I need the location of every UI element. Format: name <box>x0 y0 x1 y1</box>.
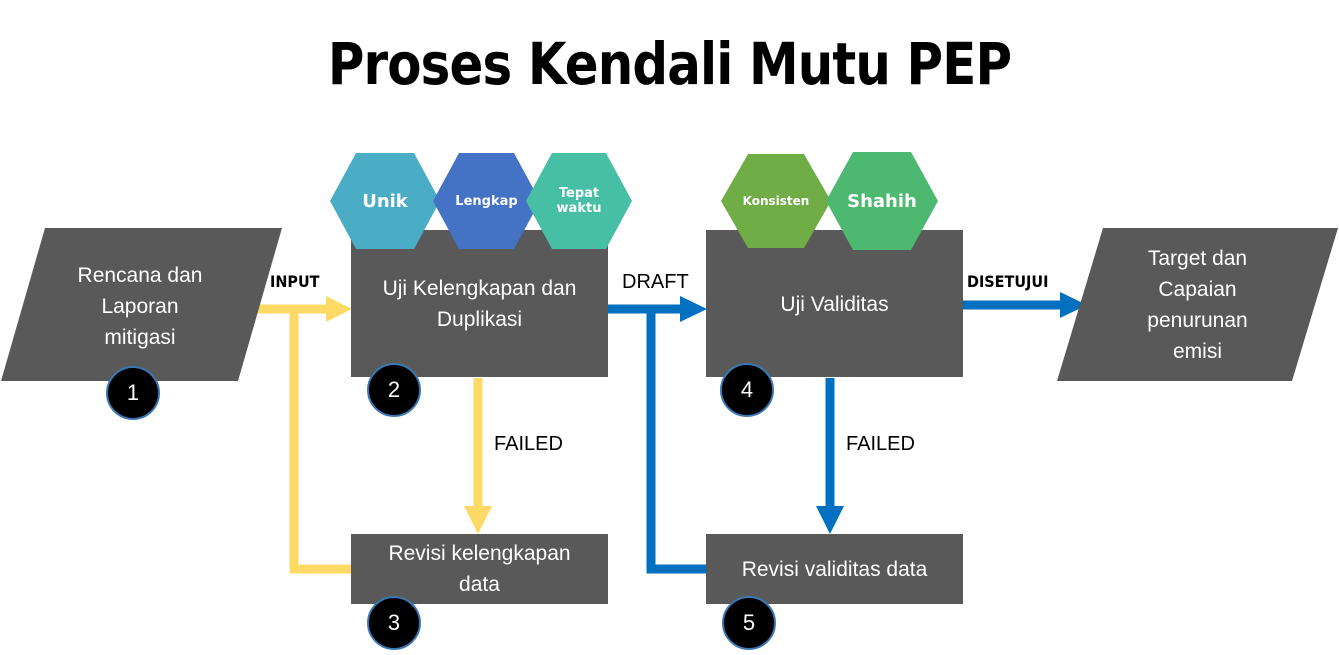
hexagon-shahih <box>826 152 938 250</box>
completeness-check-label: Uji Kelengkapan dan Duplikasi <box>382 277 577 331</box>
completeness-revision-box <box>351 534 608 604</box>
edge-label-draft: DRAFT <box>622 271 689 293</box>
blue-connectors <box>608 292 1087 574</box>
hexagon-konsisten <box>721 154 831 248</box>
failed-arrowhead-2 <box>816 506 844 534</box>
criteria-unik-label: Unik <box>362 190 408 212</box>
step-number-2: 2 <box>367 363 421 417</box>
completeness-revision-label: Revisi kelengkapan data <box>388 542 571 596</box>
start-parallelogram <box>1 228 282 381</box>
step-number-5: 5 <box>722 596 776 650</box>
edge-label-input: INPUT <box>270 272 320 291</box>
edge-label-failed-2: FAILED <box>846 433 915 455</box>
failed-arrowhead-1 <box>464 506 492 534</box>
page-title: Proses Kendali Mutu PEP <box>327 30 1012 98</box>
draft-arrowhead <box>680 296 707 322</box>
completeness-check-box <box>351 230 608 377</box>
criteria-shahih-label: Shahih <box>847 190 917 212</box>
step-number-3: 3 <box>367 596 421 650</box>
disetujui-arrowhead <box>1060 292 1087 318</box>
end-parallelogram <box>1057 228 1338 381</box>
criteria-lengkap-label: Lengkap <box>455 193 518 209</box>
revision-return-line-1 <box>289 309 352 574</box>
validity-revision-box <box>706 534 963 604</box>
edge-label-failed-1: FAILED <box>494 433 563 455</box>
step-number-1: 1 <box>106 366 160 420</box>
hexagon-lengkap <box>433 153 540 249</box>
end-node-label: Target dan Capaian penurunan emisi <box>1147 246 1248 363</box>
criteria-tepat-waktu-label: Tepat waktu <box>556 186 602 216</box>
hexagon-tepat-waktu <box>526 153 632 249</box>
validity-revision-label: Revisi validitas data <box>741 557 928 581</box>
validity-check-box <box>706 230 963 377</box>
start-node-label: Rencana dan Laporan mitigasi <box>77 263 203 349</box>
validity-check-label: Uji Validitas <box>780 292 889 316</box>
step-number-4: 4 <box>720 363 774 417</box>
criteria-konsisten-label: Konsisten <box>742 194 810 208</box>
hexagon-unik <box>330 153 440 249</box>
revision-return-line-2 <box>646 309 707 574</box>
yellow-connectors <box>240 296 492 574</box>
input-arrowhead <box>326 296 352 322</box>
edge-label-disetujui: DISETUJUI <box>967 272 1049 291</box>
